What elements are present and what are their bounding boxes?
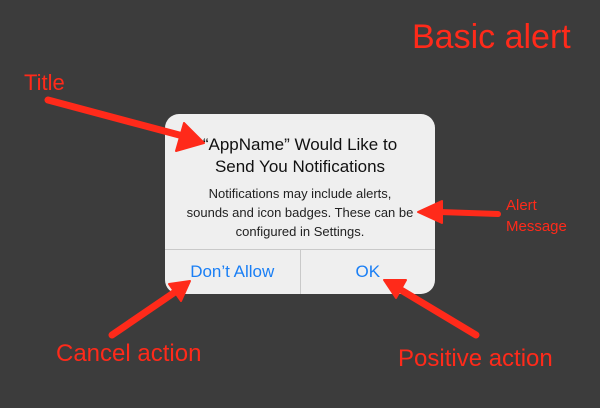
message-annotation-line1: Alert [506, 197, 537, 214]
alert-message-line1: Notifications may include alerts, [208, 186, 392, 201]
title-annotation: Title [24, 70, 65, 95]
dont-allow-button[interactable]: Don’t Allow [190, 262, 275, 281]
alert-message-line3: configured in Settings. [235, 224, 365, 239]
alert-title-line2: Send You Notifications [214, 157, 386, 176]
ok-button[interactable]: OK [299, 250, 436, 294]
alert-title: “AppName” Would Like to Send You Notific… [181, 134, 419, 178]
page-heading: Basic alert [412, 18, 571, 56]
arrow-title-icon [44, 96, 205, 152]
arrow-cancel-icon [108, 280, 191, 339]
alert-message-line2: sounds and icon badges. These can be [186, 205, 414, 220]
message-annotation: Alert Message [506, 195, 567, 237]
message-annotation-line2: Message [506, 218, 567, 235]
alert-message: Notifications may include alerts, sounds… [181, 184, 419, 241]
arrow-positive-icon [383, 279, 480, 339]
alert-actions: Don’t Allow OK [165, 249, 435, 294]
alert-dialog: “AppName” Would Like to Send You Notific… [165, 114, 435, 294]
cancel-annotation: Cancel action [56, 340, 202, 367]
alert-title-line1: “AppName” Would Like to [202, 135, 398, 154]
positive-annotation: Positive action [398, 345, 553, 372]
alert-body: “AppName” Would Like to Send You Notific… [165, 114, 435, 241]
arrow-message-icon [417, 200, 501, 224]
